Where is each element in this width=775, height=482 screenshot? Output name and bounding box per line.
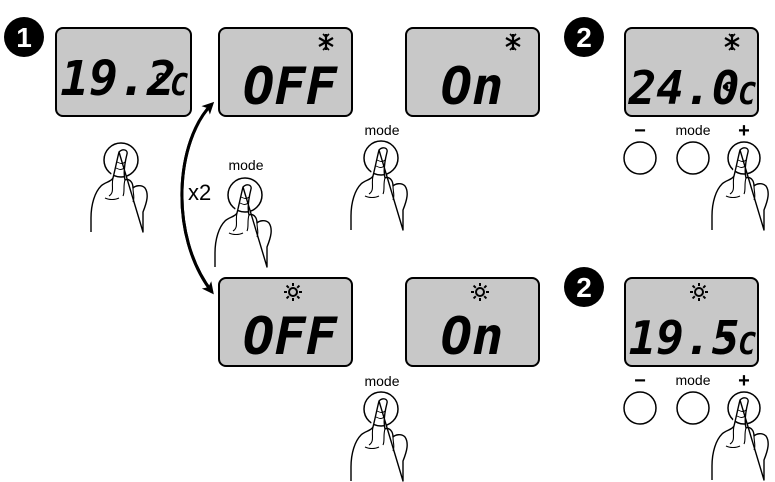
minus-button-top[interactable] xyxy=(623,141,657,175)
lcd-current-temp: 19.2 °C xyxy=(55,27,192,117)
lcd-cool-off: OFF xyxy=(218,27,353,117)
lcd-heat-setpoint: 19.5 °C xyxy=(624,277,759,367)
minus-button-bottom[interactable] xyxy=(623,391,657,425)
svg-text:°C: °C xyxy=(720,77,756,112)
mode-label: mode xyxy=(364,122,399,138)
minus-label: − xyxy=(634,370,646,392)
button-press-power[interactable] xyxy=(90,142,148,233)
svg-text:OFF: OFF xyxy=(243,307,339,367)
svg-text:On: On xyxy=(441,57,504,117)
svg-text:19.2: 19.2 xyxy=(60,51,176,107)
mode-label: mode xyxy=(228,157,263,173)
minus-label: − xyxy=(634,120,646,142)
plus-label: + xyxy=(738,370,750,392)
svg-text:2: 2 xyxy=(576,22,592,53)
press-twice-label: x2 xyxy=(188,180,211,205)
lcd-heat-off: OFF xyxy=(218,277,353,367)
svg-text:OFF: OFF xyxy=(243,57,339,117)
plus-button-press-bottom[interactable] xyxy=(711,391,769,481)
step-badge-2-bottom: 2 xyxy=(564,267,604,307)
lcd-cool-on: On xyxy=(405,27,540,117)
mode-button-press-twice[interactable] xyxy=(214,177,272,268)
mode-button-top[interactable] xyxy=(676,141,710,175)
svg-text:19.5: 19.5 xyxy=(629,311,740,365)
mode-button-bottom[interactable] xyxy=(676,391,710,425)
mode-label: mode xyxy=(675,372,710,388)
plus-label: + xyxy=(738,120,750,142)
step-badge-1: 1 xyxy=(4,17,44,57)
svg-text:1: 1 xyxy=(16,22,32,53)
svg-text:2: 2 xyxy=(576,272,592,303)
mode-button-press-cool[interactable] xyxy=(350,140,408,231)
mode-button-press-heat[interactable] xyxy=(350,391,408,482)
svg-text:°C: °C xyxy=(152,68,188,103)
svg-text:On: On xyxy=(441,307,504,367)
svg-text:24.0: 24.0 xyxy=(628,61,740,115)
plus-button-press-top[interactable] xyxy=(711,141,769,231)
mode-label: mode xyxy=(364,373,399,389)
lcd-cool-setpoint: 24.0 °C xyxy=(624,27,759,117)
toggle-arrow xyxy=(180,101,215,295)
lcd-heat-on: On xyxy=(405,277,540,367)
step-badge-2-top: 2 xyxy=(564,17,604,57)
mode-label: mode xyxy=(675,122,710,138)
svg-text:°C: °C xyxy=(720,327,756,362)
